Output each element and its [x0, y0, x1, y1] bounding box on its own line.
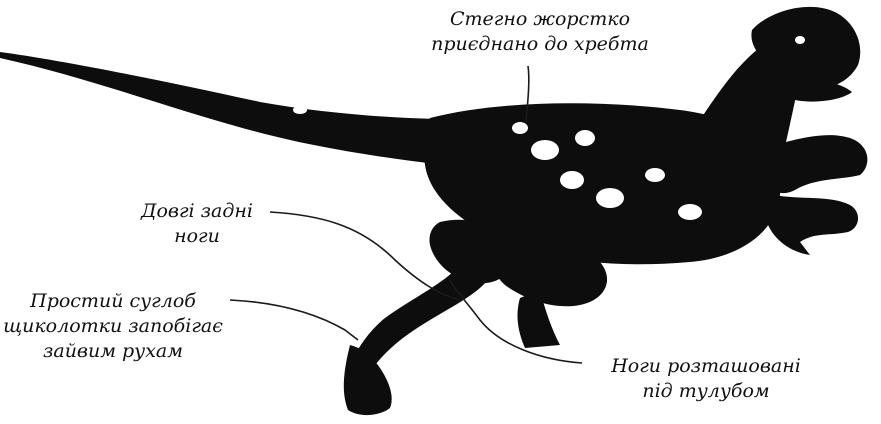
label-ankle: Простий суглоб щиколотки запобігає зайви…	[2, 289, 224, 364]
spot	[795, 36, 805, 44]
dinosaur-jaw	[790, 78, 852, 102]
label-hind-legs: Довгі задні ноги	[112, 199, 282, 249]
spot	[175, 77, 185, 83]
label-femur-line2: приєднано до хребта	[410, 32, 670, 57]
spot	[575, 130, 595, 146]
label-femur: Стегно жорстко приєднано до хребта	[410, 7, 670, 57]
spot	[234, 89, 246, 97]
dinosaur-left-foot	[344, 345, 392, 415]
label-ankle-line3: зайвим рухам	[2, 339, 224, 364]
label-under-body-line2: під тулубом	[588, 379, 824, 404]
label-hind-legs-line1: Довгі задні	[112, 199, 282, 224]
spot	[678, 204, 702, 220]
label-ankle-line2: щиколотки запобігає	[2, 314, 224, 339]
leader-line-hind-legs	[270, 212, 460, 300]
spot	[531, 140, 559, 160]
spot	[512, 122, 528, 134]
label-ankle-line1: Простий суглоб	[2, 289, 224, 314]
label-under-body-line1: Ноги розташовані	[588, 354, 824, 379]
spot	[645, 168, 665, 182]
leader-line-ankle	[230, 300, 358, 340]
spot	[560, 171, 584, 189]
label-femur-line1: Стегно жорстко	[410, 7, 670, 32]
dinosaur-front-claws	[768, 195, 858, 255]
spot	[293, 106, 307, 114]
label-hind-legs-line2: ноги	[112, 224, 282, 249]
label-under-body: Ноги розташовані під тулубом	[588, 354, 824, 404]
spot	[596, 188, 624, 208]
dinosaur-left-lower-leg	[352, 270, 488, 372]
